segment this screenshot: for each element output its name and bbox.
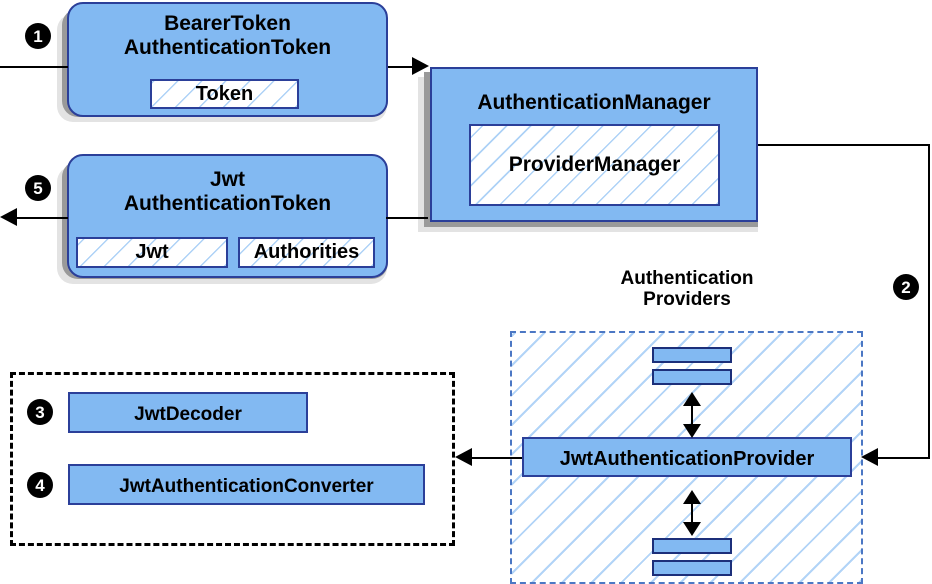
jwt-authentication-provider-title: JwtAuthenticationProvider (559, 448, 815, 470)
arrowhead-response-out (0, 208, 17, 226)
provider-stub-bottom-2 (652, 560, 732, 576)
connector-request-in (0, 66, 68, 68)
badge-step-4: 4 (27, 472, 53, 498)
jwt-authentication-token-title: Jwt AuthenticationToken (123, 168, 332, 215)
connector-response-out (16, 217, 68, 219)
arrowhead-bottom-down (683, 522, 701, 536)
arrowhead-to-support-group (455, 448, 472, 466)
jwt-authentication-converter-title: JwtAuthenticationConverter (119, 476, 374, 497)
badge-step-5: 5 (25, 175, 51, 201)
arrowhead-top-up (683, 392, 701, 406)
connector-manager-to-jwt-token (386, 217, 428, 219)
jwt-slot-label: Jwt (135, 241, 169, 263)
connector-top-vertical (691, 398, 693, 430)
authentication-providers-label: Authentication Providers (620, 268, 754, 311)
arrowhead-bottom-up (683, 490, 701, 504)
bearer-token-authentication-token-card[interactable]: BearerToken AuthenticationToken (67, 2, 388, 117)
badge-step-2: 2 (893, 274, 919, 300)
provider-stub-top-2 (652, 369, 732, 385)
connector-bottom-vertical (691, 496, 693, 528)
bearer-token-authentication-token-title: BearerToken AuthenticationToken (123, 12, 332, 59)
jwt-slot: Jwt (76, 237, 228, 268)
connector-bearer-to-manager (388, 66, 414, 68)
provider-stub-bottom-1 (652, 538, 732, 554)
jwt-authentication-provider-card[interactable]: JwtAuthenticationProvider (522, 437, 852, 477)
provider-manager-label: ProviderManager (508, 153, 681, 176)
badge-step-3: 3 (27, 399, 53, 425)
jwt-authentication-converter-card[interactable]: JwtAuthenticationConverter (68, 464, 425, 505)
badge-step-1: 1 (25, 23, 51, 49)
jwt-decoder-title: JwtDecoder (134, 404, 242, 425)
arrowhead-to-provider (861, 448, 878, 466)
authorities-slot-label: Authorities (253, 241, 360, 263)
arrowhead-to-manager (412, 57, 429, 75)
jwt-decoder-card[interactable]: JwtDecoder (68, 392, 308, 433)
token-slot: Token (150, 79, 299, 109)
connector-manager-down (928, 144, 930, 458)
arrowhead-top-down (683, 424, 701, 438)
token-slot-label: Token (195, 82, 254, 105)
authentication-manager-title: AuthenticationManager (477, 91, 711, 114)
connector-provider-to-support (470, 457, 522, 459)
provider-stub-top-1 (652, 347, 732, 363)
connector-to-provider (878, 457, 930, 459)
provider-manager-slot: ProviderManager (469, 124, 720, 206)
authorities-slot: Authorities (238, 237, 375, 268)
connector-manager-out (758, 144, 930, 146)
